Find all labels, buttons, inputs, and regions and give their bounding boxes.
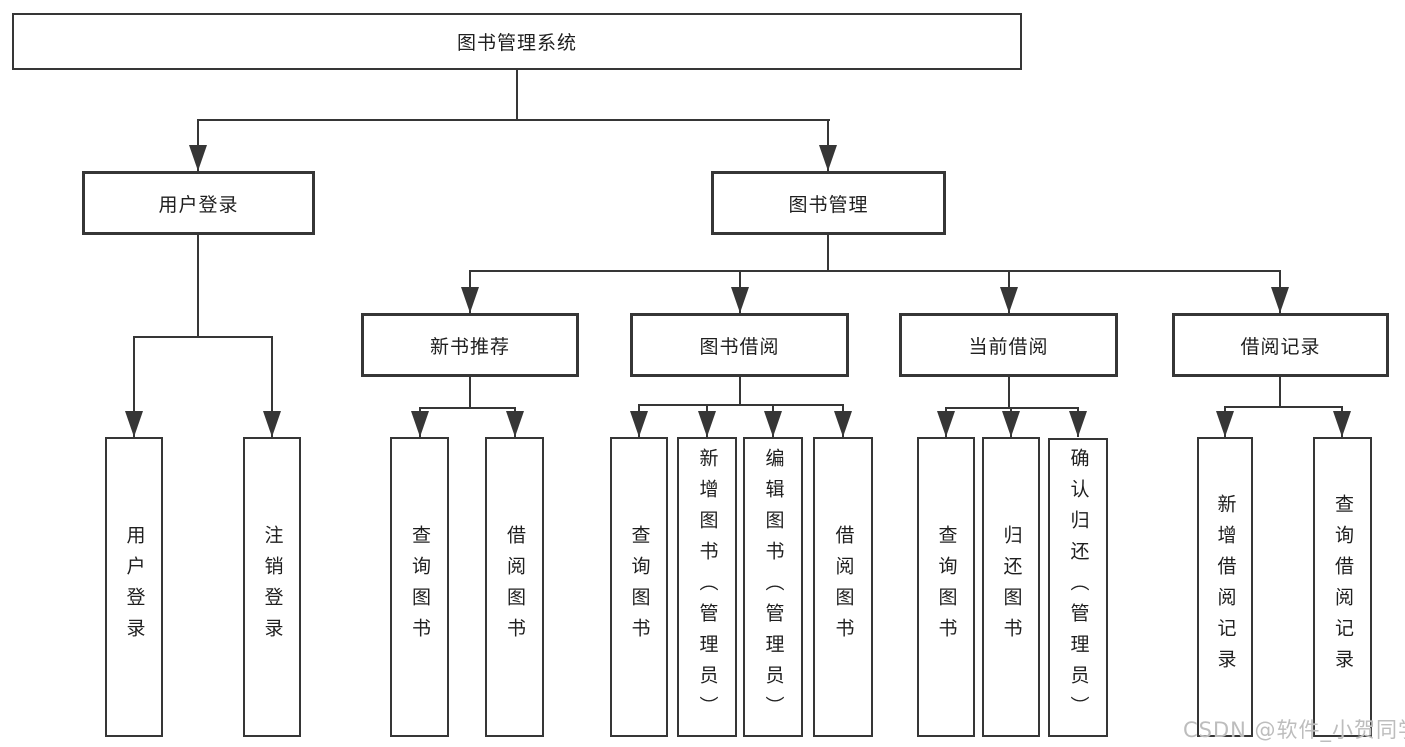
leaf-label: 查询借阅记录: [1332, 494, 1354, 680]
arrow-down-icon: [189, 145, 207, 171]
arrow-down-icon: [411, 411, 429, 437]
connector-line-vertical: [133, 336, 135, 437]
leaf-confirm-return-admin: 确认归还（管理员）: [1048, 438, 1108, 737]
leaf-query-books-borrowing: 查询图书: [610, 437, 668, 737]
node-label: 图书管理: [788, 193, 869, 216]
leaf-add-book-admin: 新增图书（管理员）: [677, 437, 737, 737]
arrow-down-icon: [1069, 411, 1087, 437]
leaf-label: 借阅图书: [504, 525, 526, 649]
node-label: 当前借阅: [968, 335, 1049, 358]
leaf-edit-book-admin: 编辑图书（管理员）: [743, 437, 803, 737]
leaf-label: 查询图书: [935, 525, 958, 649]
node-book-management: 图书管理: [711, 171, 946, 235]
leaf-label: 查询图书: [628, 525, 651, 649]
watermark-text: CSDN @软件_小贺同学: [1183, 718, 1405, 742]
leaf-label: 归还图书: [1000, 525, 1023, 649]
node-book-borrowing: 图书借阅: [630, 313, 849, 377]
connector-line-horizontal: [197, 119, 830, 121]
arrow-down-icon: [731, 287, 749, 313]
leaf-label: 确认归还（管理员）: [1067, 448, 1090, 727]
leaf-user-login: 用户登录: [105, 437, 163, 737]
node-new-book-recommendation: 新书推荐: [361, 313, 579, 377]
arrow-down-icon: [263, 411, 281, 437]
arrow-down-icon: [506, 411, 524, 437]
leaf-label: 编辑图书（管理员）: [762, 447, 785, 727]
arrow-down-icon: [819, 145, 837, 171]
arrow-down-icon: [125, 411, 143, 437]
leaf-query-books-current: 查询图书: [917, 437, 975, 737]
leaf-label: 借阅图书: [832, 525, 855, 649]
arrow-down-icon: [1333, 411, 1351, 437]
node-label: 图书管理系统: [456, 32, 577, 54]
connector-line-horizontal: [420, 407, 516, 409]
leaf-label: 新增借阅记录: [1214, 494, 1237, 680]
leaf-return-books: 归还图书: [982, 437, 1040, 737]
leaf-label: 注销登录: [261, 525, 284, 649]
connector-line-horizontal: [946, 407, 1079, 409]
connector-line-vertical: [271, 336, 273, 437]
node-current-borrowing: 当前借阅: [899, 313, 1118, 377]
arrow-down-icon: [461, 287, 479, 313]
leaf-query-borrow-record: 查询借阅记录: [1313, 437, 1372, 737]
arrow-down-icon: [1000, 287, 1018, 313]
connector-line-horizontal: [470, 270, 1281, 272]
arrow-down-icon: [764, 411, 782, 437]
connector-line-vertical: [827, 235, 829, 272]
arrow-down-icon: [937, 411, 955, 437]
leaf-add-borrow-record: 新增借阅记录: [1197, 437, 1253, 737]
leaf-label: 用户登录: [123, 525, 146, 649]
node-label: 新书推荐: [429, 335, 510, 358]
leaf-borrow-books: 借阅图书: [813, 437, 873, 737]
connector-line-vertical: [1008, 377, 1010, 409]
connector-line-horizontal: [1225, 406, 1343, 408]
node-user-login: 用户登录: [82, 171, 315, 235]
connector-line-horizontal: [639, 404, 843, 406]
leaf-borrow-books-recommendation: 借阅图书: [485, 437, 544, 737]
connector-line-vertical: [197, 235, 199, 338]
arrow-down-icon: [1002, 411, 1020, 437]
arrow-down-icon: [698, 411, 716, 437]
connector-line-vertical: [739, 377, 741, 406]
arrow-down-icon: [1216, 411, 1234, 437]
connector-line-vertical: [516, 70, 518, 120]
node-borrowing-records: 借阅记录: [1172, 313, 1389, 377]
connector-line-horizontal: [133, 336, 273, 338]
leaf-logout-login: 注销登录: [243, 437, 301, 737]
node-label: 用户登录: [158, 193, 239, 216]
connector-line-vertical: [1279, 377, 1281, 408]
leaf-query-books-recommendation: 查询图书: [390, 437, 449, 737]
connector-line-vertical: [469, 377, 471, 409]
leaf-label: 查询图书: [409, 525, 431, 649]
arrow-down-icon: [1271, 287, 1289, 313]
leaf-label: 新增图书（管理员）: [696, 447, 719, 727]
node-library-management-system: 图书管理系统: [12, 13, 1022, 70]
node-label: 借阅记录: [1240, 335, 1321, 358]
arrow-down-icon: [834, 411, 852, 437]
node-label: 图书借阅: [699, 335, 780, 358]
arrow-down-icon: [630, 411, 648, 437]
